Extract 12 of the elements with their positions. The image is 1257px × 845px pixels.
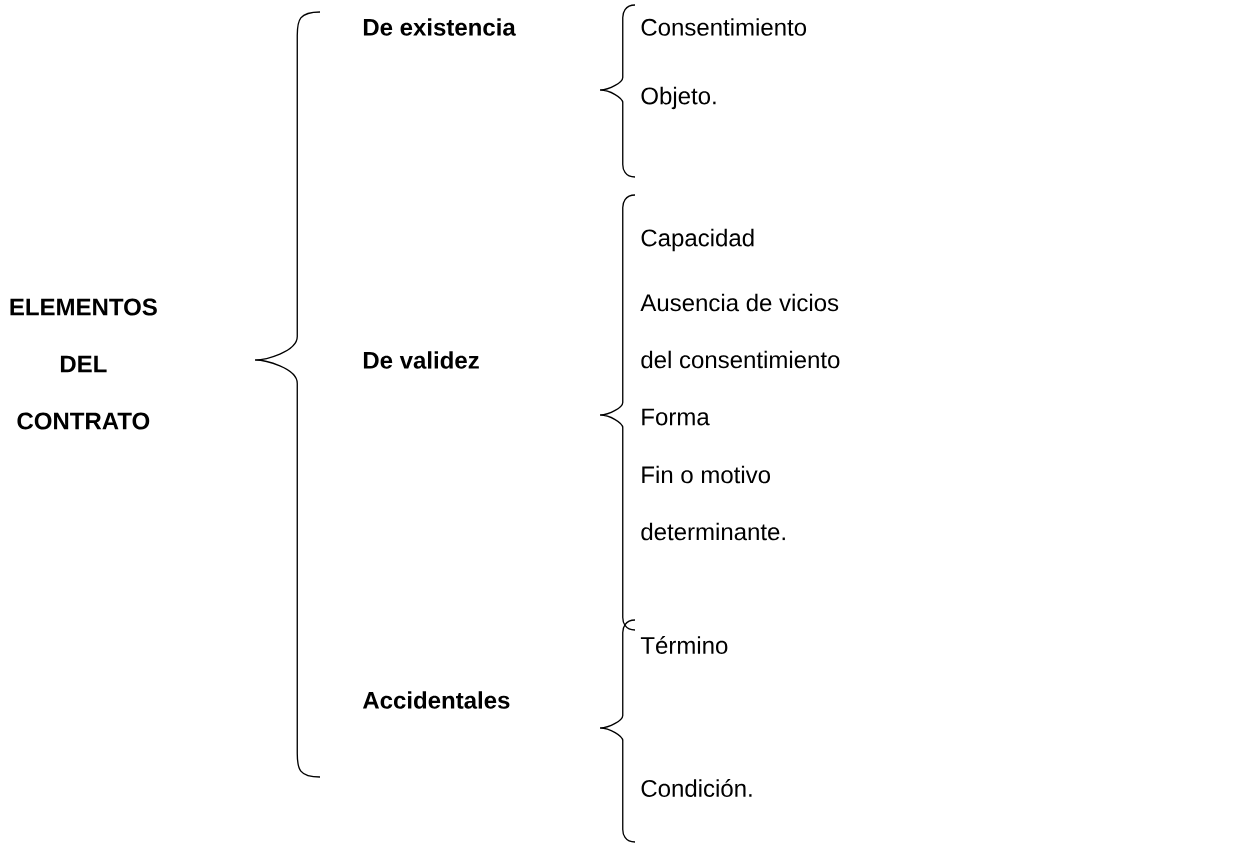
item-text: Objeto.	[641, 86, 716, 110]
title-text: ELEMENTOS DEL CONTRATO	[10, 298, 157, 430]
item-text: Consentimiento	[641, 18, 807, 36]
item-text: Fin o motivo determinante.	[641, 465, 785, 541]
item-text: Capacidad	[641, 228, 754, 252]
item-text: Condición.	[641, 779, 752, 797]
category-text: Accidentales	[362, 691, 510, 709]
category-text: De validez	[363, 351, 479, 369]
item-text: Forma	[642, 408, 710, 426]
item-text: Ausencia de vicios del consentimiento	[640, 293, 840, 369]
category-text: De existencia	[363, 18, 516, 36]
item-text: Término	[640, 636, 728, 654]
